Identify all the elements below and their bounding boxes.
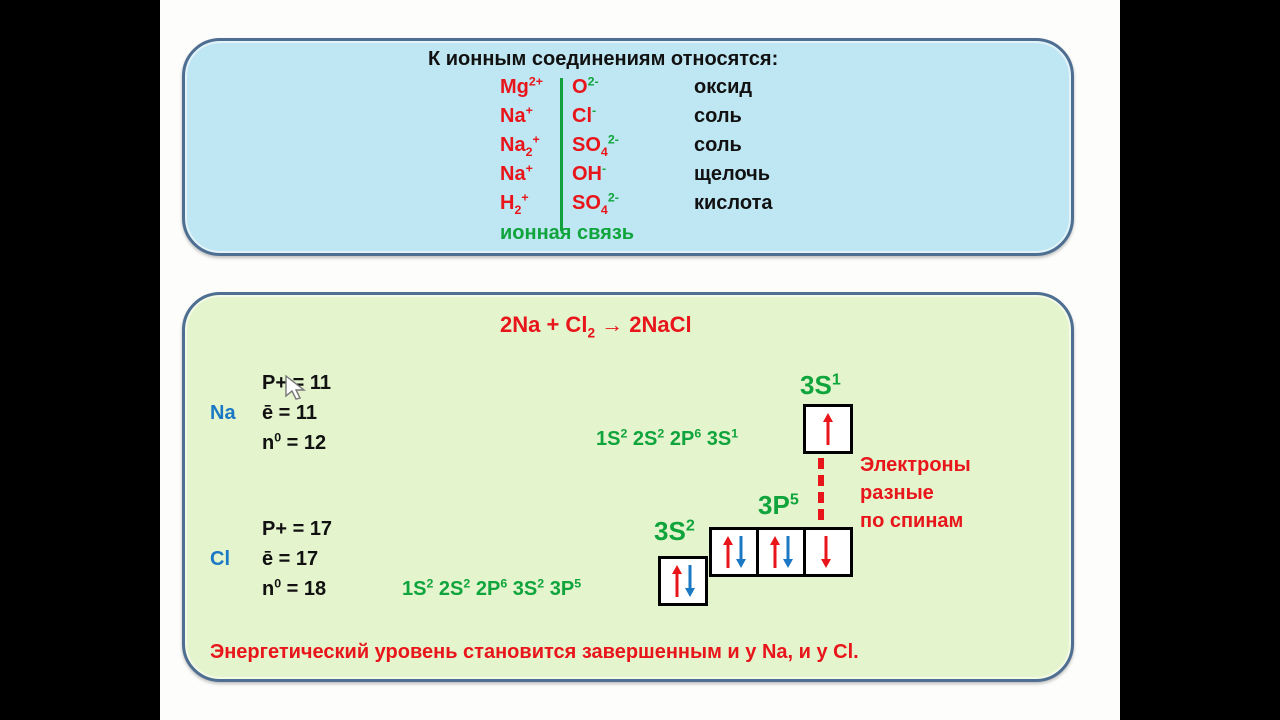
chlorine-3p-cell-2 xyxy=(756,527,806,577)
cation: Na2+ xyxy=(500,132,540,159)
compound-type: кислота xyxy=(694,192,773,214)
chlorine-electrons: ē = 17 xyxy=(262,548,319,570)
spin-up-arrow-icon xyxy=(770,536,780,568)
anion: OH- xyxy=(572,161,607,185)
spin-pairing-dashed-line xyxy=(818,458,824,524)
ionic-compounds-panel xyxy=(182,38,1074,256)
ionic-bond-label: ионная связь xyxy=(500,222,635,244)
anion: O2- xyxy=(572,74,599,98)
compound-type: щелочь xyxy=(694,163,771,185)
chlorine-3s-cell xyxy=(658,556,708,606)
spin-note-line-3: по спинам xyxy=(860,510,964,532)
chlorine-neutrons: n0 = 18 xyxy=(262,576,327,600)
sodium-configuration: 1S2 2S2 2P6 3S1 xyxy=(596,426,739,450)
chlorine-3p-label: 3P5 xyxy=(758,490,799,520)
spin-note-line-2: разные xyxy=(860,482,934,504)
compound-type: оксид xyxy=(694,76,753,98)
slide: К ионным соединениям относятся: Mg2+ O2- о… xyxy=(160,0,1120,720)
cursor-icon xyxy=(285,374,307,400)
spin-down-arrow-icon xyxy=(685,565,695,597)
chlorine-configuration: 1S2 2S2 2P6 3S2 3P5 xyxy=(402,576,582,600)
anion: SO42- xyxy=(572,190,619,217)
ion-separator-line xyxy=(560,78,563,231)
chlorine-protons: P+ = 17 xyxy=(262,518,333,540)
reaction-equation: 2Na + Cl2 → 2NaCl xyxy=(500,312,692,341)
chlorine-symbol: Cl xyxy=(210,548,230,570)
spin-down-arrow-icon xyxy=(783,536,793,568)
spin-up-arrow-icon xyxy=(672,565,682,597)
sodium-symbol: Na xyxy=(210,402,236,424)
sodium-chloride-panel xyxy=(182,292,1074,682)
spin-up-arrow-icon xyxy=(723,536,733,568)
cation: Na+ xyxy=(500,103,533,127)
sodium-neutrons: n0 = 12 xyxy=(262,430,327,454)
sodium-3s-cell xyxy=(803,404,853,454)
conclusion-text: Энергетический уровень становится заверш… xyxy=(210,641,859,663)
sodium-electrons: ē = 11 xyxy=(262,402,318,424)
cation: H2+ xyxy=(500,190,529,217)
cation: Na+ xyxy=(500,161,533,185)
chlorine-3p-cell-3 xyxy=(803,527,853,577)
chlorine-3s-label: 3S2 xyxy=(654,516,695,546)
cation: Mg2+ xyxy=(500,74,544,98)
sodium-protons: P+ = 11 xyxy=(262,372,331,394)
spin-up-arrow-icon xyxy=(823,413,833,445)
compound-type: соль xyxy=(694,105,742,127)
spin-down-arrow-icon xyxy=(821,536,831,568)
spin-down-arrow-icon xyxy=(736,536,746,568)
anion: Cl- xyxy=(572,103,597,127)
anion: SO42- xyxy=(572,132,619,159)
chlorine-3p-cell-1 xyxy=(709,527,759,577)
ionic-heading: К ионным соединениям относятся: xyxy=(428,48,779,70)
spin-note-line-1: Электроны xyxy=(860,454,971,476)
sodium-3s-label: 3S1 xyxy=(800,370,841,400)
compound-type: соль xyxy=(694,134,742,156)
